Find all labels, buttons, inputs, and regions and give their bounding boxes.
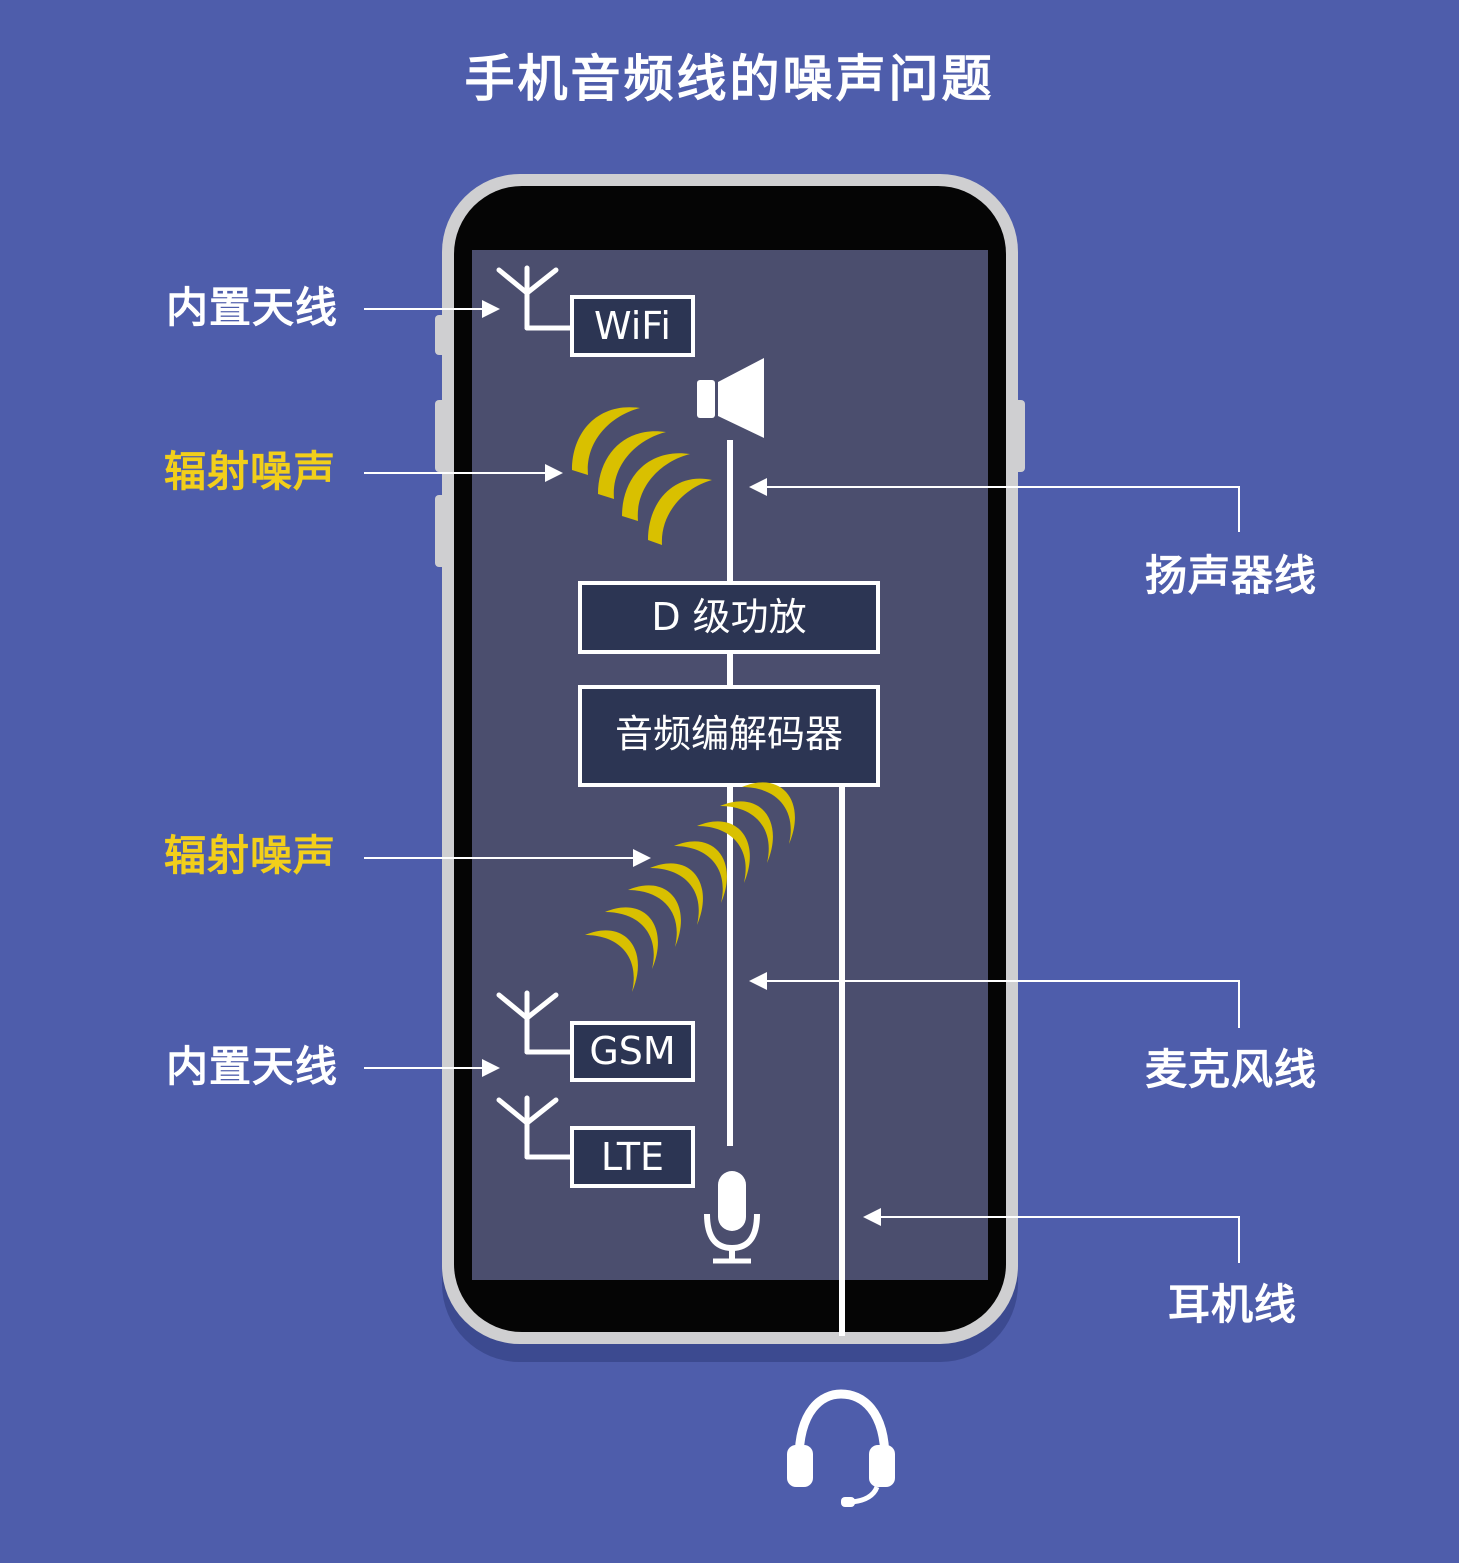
wires bbox=[727, 440, 845, 1336]
arrowhead-headphone-wire bbox=[863, 1208, 881, 1226]
wifi-box bbox=[570, 295, 695, 357]
amplifier-block bbox=[578, 581, 880, 654]
label-headphone-wire: 耳机线 bbox=[1168, 1280, 1298, 1329]
lte-box bbox=[570, 1126, 695, 1188]
arrowhead-mic-wire bbox=[749, 972, 767, 990]
label-noise-bottom: 辐射噪声 bbox=[164, 831, 337, 880]
label-antenna-top: 内置天线 bbox=[166, 283, 339, 332]
wifi-antenna-icon bbox=[496, 265, 575, 331]
codec-block bbox=[578, 685, 880, 787]
lte-label: LTE bbox=[600, 1135, 665, 1179]
label-mic-wire: 麦克风线 bbox=[1145, 1045, 1318, 1094]
headset-icon bbox=[787, 1389, 895, 1507]
radio-wave-icon-lower bbox=[585, 782, 795, 992]
microphone-icon bbox=[704, 1171, 760, 1264]
amplifier-label: D 级功放 bbox=[651, 595, 807, 639]
gsm-antenna-icon bbox=[496, 990, 575, 1055]
gsm-box bbox=[570, 1021, 695, 1082]
speaker-icon bbox=[697, 358, 764, 438]
label-antenna-bottom: 内置天线 bbox=[166, 1042, 339, 1091]
wifi-label: WiFi bbox=[594, 304, 671, 348]
radio-wave-icon-upper bbox=[572, 407, 712, 545]
lte-antenna-icon bbox=[496, 1095, 575, 1160]
diagram-title: 手机音频线的噪声问题 bbox=[464, 50, 995, 108]
arrowhead-speaker-wire bbox=[749, 478, 767, 496]
gsm-label: GSM bbox=[589, 1029, 676, 1073]
left-arrows bbox=[364, 300, 651, 1077]
codec-label: 音频编解码器 bbox=[614, 712, 843, 756]
label-noise-top: 辐射噪声 bbox=[164, 447, 337, 496]
right-arrows bbox=[766, 486, 1240, 1263]
label-speaker-wire: 扬声器线 bbox=[1145, 551, 1318, 600]
